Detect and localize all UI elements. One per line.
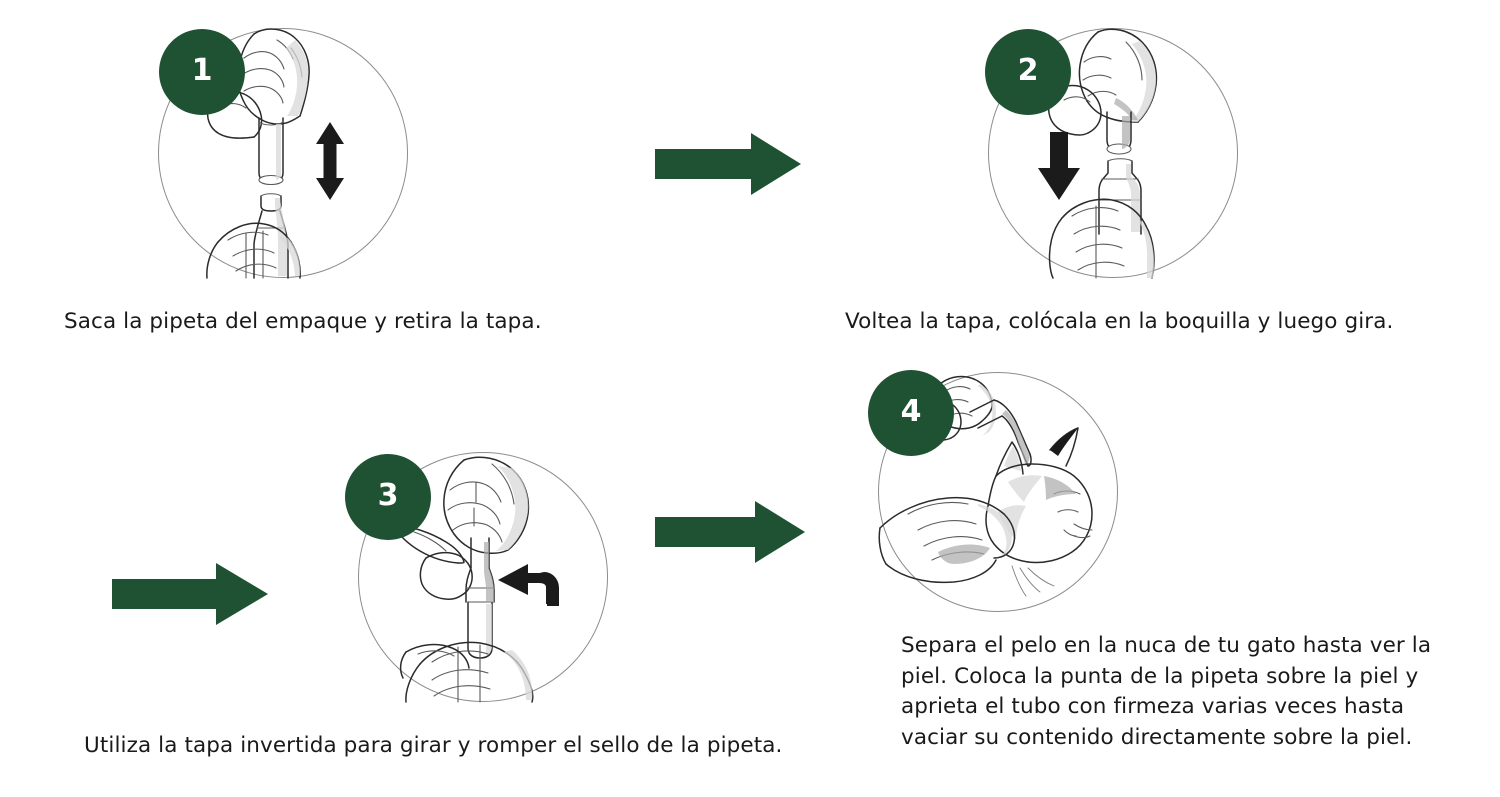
step-3-caption: Utiliza la tapa invertida para girar y r… [84,733,783,758]
step-1-number: 1 [191,53,213,88]
step-3-illustration [391,456,559,703]
step-4-badge: 4 [868,370,954,456]
arrow-step3-to-step4 [655,501,805,563]
step-3-badge: 3 [345,454,431,540]
step-3-number: 3 [377,478,399,513]
down-arrow-icon [1038,132,1080,200]
step-1-caption: Saca la pipeta del empaque y retira la t… [64,309,542,334]
curved-rotate-arrow-left-icon [498,564,559,606]
step-4-illustration [878,375,1093,597]
step-2-illustration [1038,28,1158,279]
arrow-step2-to-step3 [112,563,268,625]
step-2-caption: Voltea la tapa, colócala en la boquilla … [845,309,1394,334]
step-4-caption: Separa el pelo en la nuca de tu gato has… [901,633,1432,750]
double-headed-vertical-arrow-icon [316,122,344,200]
step-1-badge: 1 [159,29,245,115]
step-4-number: 4 [900,394,922,429]
step-2-badge: 2 [985,29,1071,115]
arrow-step1-to-step2 [655,133,801,195]
step-2-number: 2 [1017,53,1039,88]
